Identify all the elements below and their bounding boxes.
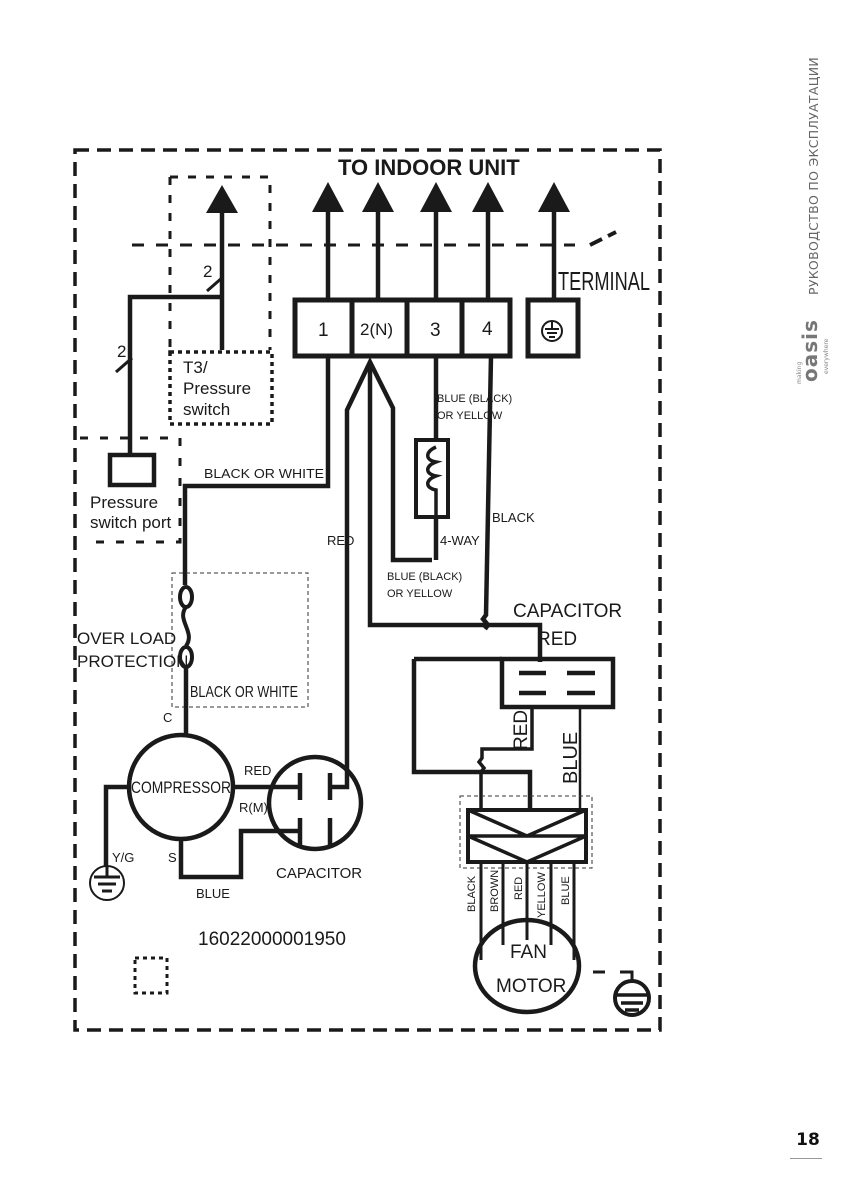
pressure-port-label-1: Pressure (90, 493, 158, 512)
wire-count-slash-1 (206, 275, 224, 293)
fan-motor-label-1: FAN (510, 942, 547, 963)
compressor-capacitor-symbol (266, 745, 364, 852)
fan-capacitor-label: CAPACITOR (513, 601, 622, 622)
page-number-rule (790, 1158, 822, 1159)
compressor-ground-icon (89, 865, 125, 901)
wire-count-2: 2 (117, 342, 126, 361)
arrow-t3 (206, 185, 238, 213)
wire-label-4way: 4-WAY (440, 533, 480, 548)
fan-wire-brown: BROWN (489, 870, 501, 912)
t3-label-2: Pressure (183, 379, 251, 398)
t3-label-1: T3/ (183, 358, 208, 377)
terminal-block: 1 2(N) 3 4 (292, 297, 513, 359)
fan-motor-ground-icon (613, 979, 651, 1017)
manual-title: РУКОВОДСТВО ПО ЭКСПЛУАТАЦИИ (806, 56, 821, 295)
indoor-arrows (206, 182, 570, 213)
fan-motor-label-2: MOTOR (496, 976, 566, 997)
wire-label-black: BLACK (492, 510, 535, 525)
wire-label-s: S (168, 850, 177, 865)
logo-brand: oasis (798, 319, 822, 382)
terminal-2n: 2(N) (360, 320, 393, 339)
diagram-title: TO INDOOR UNIT (338, 155, 520, 180)
four-way-valve-coil (414, 438, 450, 519)
wire-label-yg: Y/G (112, 850, 134, 865)
fan-wire-yellow: YELLOW (536, 872, 548, 918)
wire-label-red-capacitor: RED (537, 629, 577, 650)
arrow-4 (472, 182, 504, 212)
t3-dotted-region (168, 175, 272, 350)
wire-label-red-compressor: RED (244, 763, 271, 778)
outer-frame (73, 148, 662, 1032)
t3-label-3: switch (183, 400, 230, 419)
logo-suffix: everywhere (823, 338, 830, 374)
fan-connector (466, 808, 588, 864)
wire-label-4way-top-2: OR YELLOW (437, 410, 503, 422)
compressor-label: COMPRESSOR (131, 778, 231, 797)
terminal-1: 1 (318, 320, 329, 341)
wire-label-black-or-white-bottom: BLACK OR WHITE (190, 684, 298, 701)
part-number: 16022000001950 (198, 929, 346, 950)
wire-count-slash-2 (115, 356, 133, 374)
side-title: РУКОВОДСТВО ПО ЭКСПЛУАТАЦИИ (806, 57, 826, 295)
terminal-break-mark (589, 230, 617, 247)
arrow-ground (538, 182, 570, 212)
wire-label-rm: R(M) (239, 800, 268, 815)
terminal-4: 4 (482, 319, 493, 340)
arrow-3 (420, 182, 452, 212)
ground-terminal (525, 297, 581, 359)
wire-label-black-or-white-top: BLACK OR WHITE (204, 466, 324, 481)
arrow-2 (362, 182, 394, 212)
terminal-label: TERMINAL (558, 266, 650, 296)
wire-label-4way-bottom-2: OR YELLOW (387, 588, 453, 600)
wire-label-blue-compressor: BLUE (196, 886, 230, 901)
brand-logo: making oasis everywhere (796, 318, 836, 384)
compressor-capacitor-label: CAPACITOR (276, 865, 362, 882)
page-number: 18 (796, 1130, 820, 1150)
overload-label-1: OVER LOAD (77, 629, 176, 648)
placeholder-dotted-box (133, 956, 169, 995)
fan-capacitor-symbol (499, 656, 616, 710)
ground-icon (541, 320, 563, 342)
pressure-port-label-2: switch port (90, 513, 172, 532)
fan-wire-blue: BLUE (560, 876, 572, 905)
wire-count-1: 2 (203, 262, 212, 281)
fan-motor-symbol (472, 917, 582, 1015)
wire-label-4way-top-1: BLUE (BLACK) (437, 393, 512, 405)
overload-region (171, 572, 309, 708)
wire-label-blue-vertical: BLUE (560, 732, 582, 784)
t3-pressure-switch-box (168, 350, 274, 426)
overload-label-2: PROTECTION (77, 652, 188, 671)
pressure-port-symbol (107, 452, 157, 488)
terminal-3: 3 (430, 320, 441, 341)
fan-wire-red: RED (513, 877, 525, 900)
wire-label-red-vertical: RED (511, 710, 532, 750)
fan-wire-black: BLACK (466, 875, 478, 912)
arrow-1 (312, 182, 344, 212)
wire-label-red-main: RED (327, 533, 354, 548)
wire-label-c: C (163, 710, 172, 725)
wire-label-4way-bottom-1: BLUE (BLACK) (387, 571, 462, 583)
